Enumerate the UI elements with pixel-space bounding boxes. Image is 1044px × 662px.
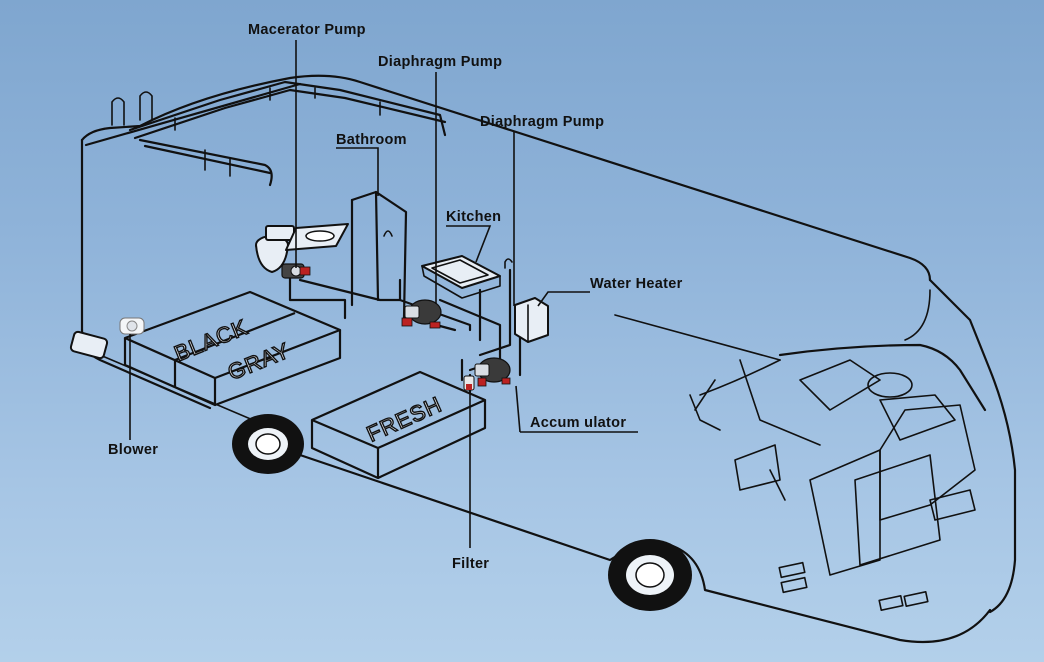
macerator-pump-label: Macerator Pump: [248, 22, 366, 38]
toilet: [255, 225, 295, 273]
gray-tank-label: GRAY: [224, 338, 293, 385]
roof-ladder: [111, 80, 447, 187]
kitchen-label: Kitchen: [446, 209, 501, 225]
leader-lines: [129, 40, 638, 548]
black-gray-tanks: [123, 290, 342, 407]
front-wheel: [608, 539, 692, 611]
water-heater-icon: [514, 297, 549, 343]
bathroom-sink: [285, 223, 349, 251]
diaphragm-pump-icon: [401, 299, 442, 329]
blower-icon: [119, 317, 145, 335]
filter-label: Filter: [452, 556, 489, 572]
accumulator-label: Accum ulator: [530, 415, 626, 431]
bathroom-label: Bathroom: [336, 132, 407, 148]
fresh-tank: [310, 370, 487, 480]
diaphragm-pump-label-1: Diaphragm Pump: [378, 54, 502, 70]
diaphragm-pump-label-2: Diaphragm Pump: [480, 114, 604, 130]
filter-icon: [463, 375, 475, 391]
fresh-tank-label: FRESH: [363, 391, 446, 446]
water-heater-label: Water Heater: [590, 276, 683, 292]
kitchen-sink: [421, 255, 513, 299]
shower-stall: [350, 190, 408, 320]
rear-wheel: [232, 414, 304, 474]
blower-label: Blower: [108, 442, 158, 458]
diaphragm-pump-2-icon: [474, 357, 511, 387]
